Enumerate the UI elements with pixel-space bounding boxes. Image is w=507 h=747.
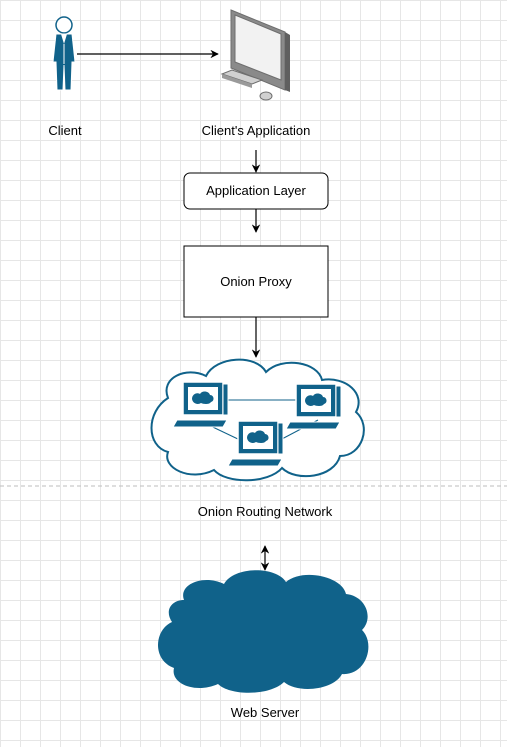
desktop-computer-icon [220, 9, 290, 101]
client-label: Client [48, 123, 82, 138]
onion-proxy-label: Onion Proxy [220, 274, 292, 289]
application-layer-label: Application Layer [206, 183, 306, 198]
onion-network-label: Onion Routing Network [198, 504, 333, 519]
onion-proxy-box [183, 245, 329, 318]
network-cloud-icon [150, 358, 365, 482]
client-app-label: Client's Application [202, 123, 311, 138]
cloud-icon [158, 570, 369, 693]
person-icon [52, 16, 76, 91]
web-server-label: Web Server [231, 705, 300, 720]
